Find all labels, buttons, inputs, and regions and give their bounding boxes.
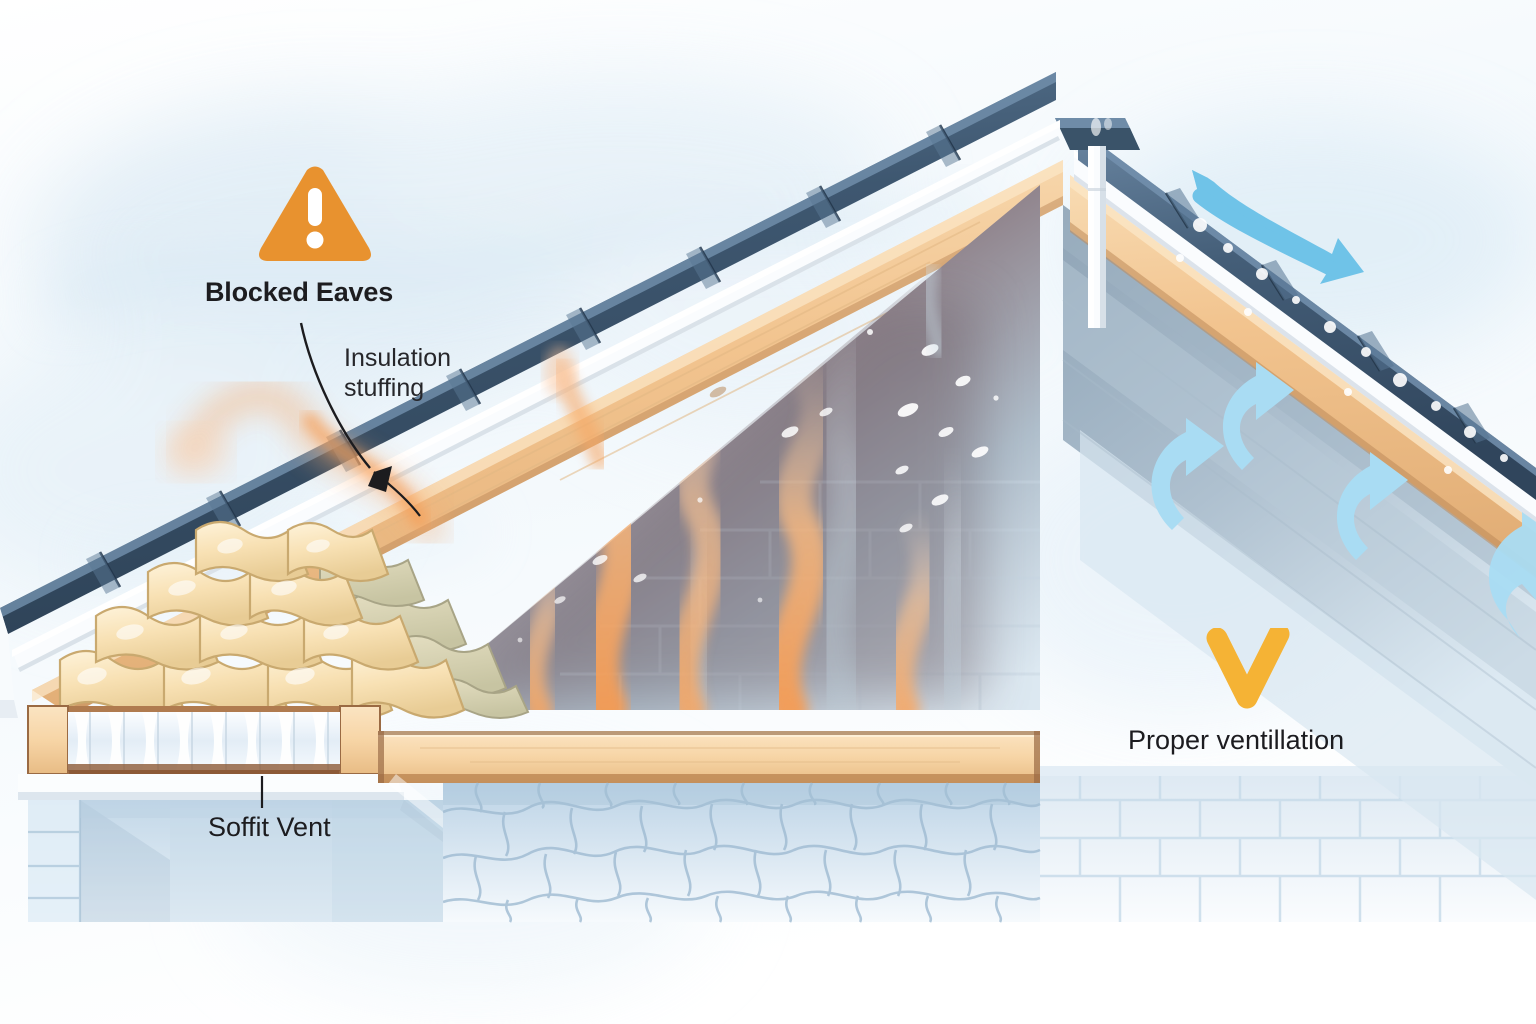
checkmark-icon	[1206, 628, 1290, 709]
ceiling-joist	[378, 731, 1040, 783]
right-roof-sheathing	[1070, 175, 1536, 578]
ridge-exhaust-arrow	[1192, 170, 1364, 284]
insulation-leader-line	[299, 322, 371, 469]
roof-speckles	[1176, 218, 1508, 474]
airflow-arrow-2	[1222, 362, 1294, 470]
airflow-arrows	[1151, 170, 1536, 638]
right-roof-tiles	[1078, 128, 1536, 500]
ridge-post	[1088, 146, 1106, 328]
airflow-arrow-1	[1151, 418, 1224, 530]
soffit-vent-louvers	[74, 712, 328, 770]
left-block-wall	[28, 800, 443, 922]
insulation-leader-arrowhead	[368, 466, 392, 492]
soffit-shadow	[388, 774, 443, 842]
ridge-cap	[1055, 118, 1140, 150]
soffit-assembly	[18, 705, 404, 800]
rubble-stone-wall	[442, 782, 1041, 923]
airflow-arrow-4	[1488, 512, 1536, 638]
warning-triangle-icon	[259, 166, 371, 261]
airflow-arrow-3	[1336, 452, 1408, 560]
left-roof-tiles	[0, 72, 1056, 718]
insulation-batts	[58, 520, 530, 720]
